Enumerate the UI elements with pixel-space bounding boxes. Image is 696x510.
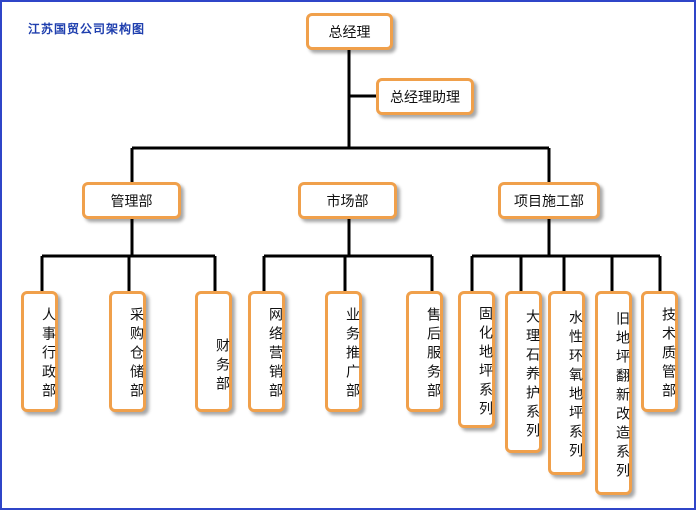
node-gm-assistant: 总经理助理 [376,78,474,115]
node-network-sales: 网络营销部 [248,291,285,412]
chart-title: 江苏国贸公司架构图 [28,22,146,36]
node-hr-admin: 人事行政部 [21,291,58,412]
node-curing-floor-series: 固化地坪系列 [458,291,495,428]
node-tech-quality: 技术质管部 [641,291,678,412]
node-marble-care-series: 大理石养护系列 [505,291,542,453]
node-floor-renovation-series: 旧地坪翻新改造系列 [595,291,632,495]
node-general-manager: 总经理 [306,13,393,50]
node-purchasing-storage: 采购仓储部 [109,291,146,412]
node-construction-dept: 项目施工部 [498,182,600,219]
node-after-sales: 售后服务部 [406,291,443,412]
node-management-dept: 管理部 [82,182,181,219]
node-market-dept: 市场部 [298,182,397,219]
node-finance: 财务部 [195,291,232,412]
node-epoxy-floor-series: 水性环氧地坪系列 [548,291,585,475]
node-business-promotion: 业务推广部 [325,291,362,412]
